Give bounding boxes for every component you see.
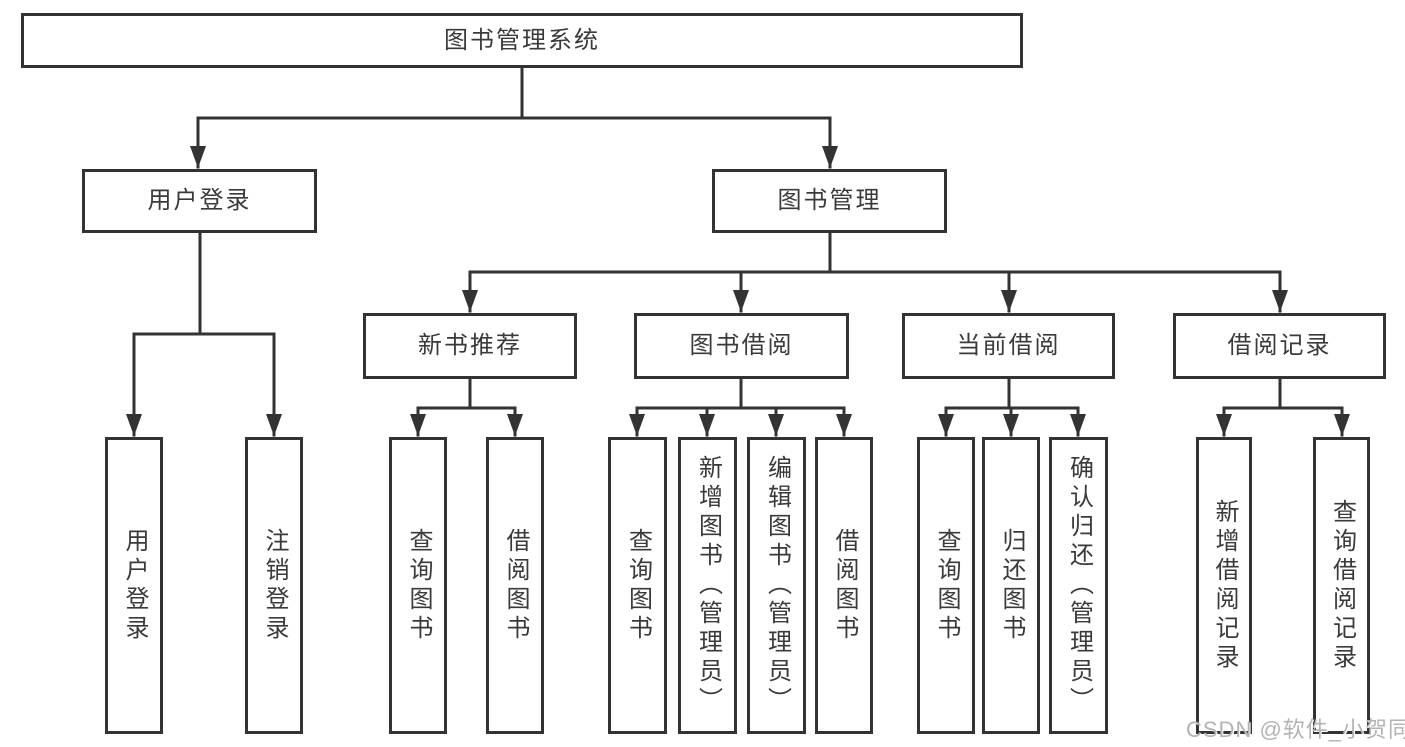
node-current-borrowing: 当前借阅: [902, 313, 1115, 379]
leaf-cb-return-books-label: 归还图书: [998, 527, 1025, 644]
leaf-user-login: 用户登录: [105, 437, 163, 734]
node-library-system-label: 图书管理系统: [444, 26, 600, 54]
leaf-br-query-record: 查询借阅记录: [1313, 437, 1370, 734]
leaf-bb-add-books-admin-label: 新增图书（管理员）: [694, 455, 722, 716]
leaf-logout: 注销登录: [245, 437, 303, 734]
node-borrowing-records-label: 借阅记录: [1227, 332, 1332, 359]
leaf-bb-edit-books-admin-label: 编辑图书（管理员）: [763, 455, 791, 716]
leaf-br-add-record-label: 新增借阅记录: [1211, 498, 1238, 673]
leaf-cb-query-books: 查询图书: [917, 437, 975, 734]
leaf-nbr-query-books: 查询图书: [389, 437, 447, 734]
node-user-login-label: 用户登录: [147, 187, 252, 214]
leaf-bb-borrow-books: 借阅图书: [815, 437, 873, 734]
leaf-bb-query-books: 查询图书: [608, 437, 667, 734]
leaf-user-login-label: 用户登录: [121, 527, 148, 644]
node-book-borrowing: 图书借阅: [634, 313, 849, 379]
node-new-book-recommend-label: 新书推荐: [418, 332, 522, 359]
leaf-br-query-record-label: 查询借阅记录: [1328, 498, 1356, 673]
node-new-book-recommend: 新书推荐: [363, 313, 577, 379]
leaf-cb-confirm-return-admin-label: 确认归还（管理员）: [1065, 455, 1093, 716]
leaf-bb-borrow-books-label: 借阅图书: [831, 527, 858, 644]
node-borrowing-records: 借阅记录: [1173, 313, 1386, 379]
node-library-system: 图书管理系统: [21, 13, 1023, 68]
leaf-nbr-borrow-books-label: 借阅图书: [502, 527, 529, 644]
node-book-borrowing-label: 图书借阅: [689, 332, 794, 359]
node-current-borrowing-label: 当前借阅: [956, 332, 1061, 359]
leaf-logout-label: 注销登录: [261, 527, 288, 644]
node-user-login: 用户登录: [82, 169, 317, 233]
leaf-bb-query-books-label: 查询图书: [624, 527, 652, 644]
leaf-cb-return-books: 归还图书: [982, 437, 1040, 734]
leaf-cb-query-books-label: 查询图书: [933, 527, 960, 644]
node-book-management: 图书管理: [712, 169, 947, 233]
leaf-bb-edit-books-admin: 编辑图书（管理员）: [747, 437, 806, 734]
leaf-nbr-query-books-label: 查询图书: [405, 527, 432, 644]
csdn-watermark: CSDN @软件_小贺同学: [1186, 717, 1405, 742]
node-book-management-label: 图书管理: [777, 187, 882, 214]
leaf-cb-confirm-return-admin: 确认归还（管理员）: [1049, 437, 1108, 734]
leaf-bb-add-books-admin: 新增图书（管理员）: [678, 437, 737, 734]
leaf-br-add-record: 新增借阅记录: [1196, 437, 1252, 734]
leaf-nbr-borrow-books: 借阅图书: [486, 437, 544, 734]
